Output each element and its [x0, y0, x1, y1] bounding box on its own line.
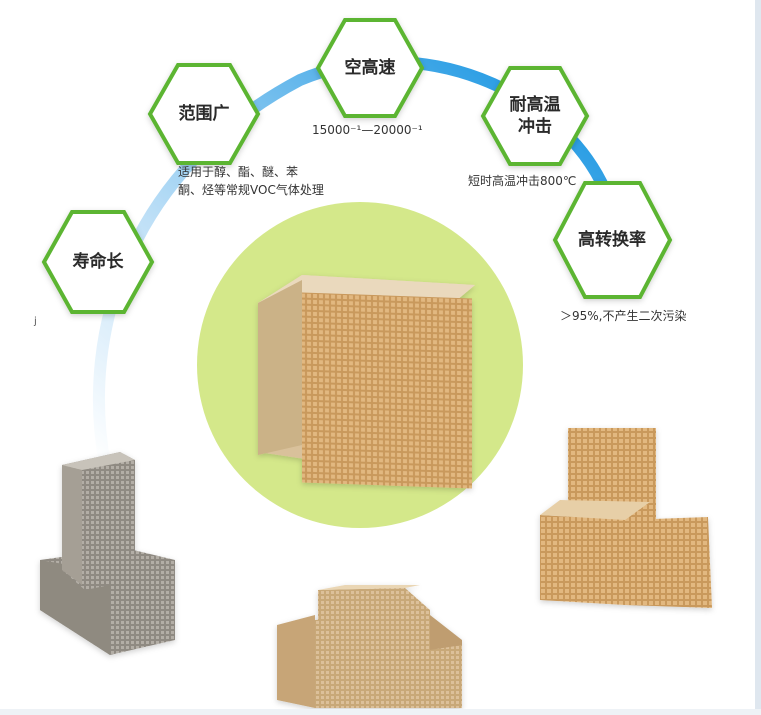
- feature-desc-range-line-2: 酮、烃等常规VOC气体处理: [178, 183, 324, 197]
- feature-desc-range-line-1: 适用于醇、酯、醚、苯: [178, 165, 299, 179]
- feature-title-life: 寿命长: [72, 252, 124, 272]
- feature-desc-conversion: ＞95%,不产生二次污染: [560, 309, 687, 323]
- hexagon-life: [41, 210, 155, 314]
- hexagon-conversion: [552, 181, 673, 299]
- feature-desc-range: 适用于醇、酯、醚、苯 酮、烃等常规VOC气体处理: [178, 163, 324, 199]
- left-grey-blocks: [40, 452, 175, 655]
- feature-title-speed: 空高速: [344, 58, 396, 78]
- feature-title-conversion: 高转换率: [578, 230, 646, 250]
- feature-title-heat-line-1: 耐高温: [509, 95, 561, 115]
- right-edge-strip: [755, 0, 761, 715]
- center-honeycomb-block: [258, 275, 475, 489]
- hexagon-speed: [315, 18, 425, 118]
- hexagon-heat: [480, 66, 590, 166]
- stray-mark: j: [34, 316, 37, 327]
- hexagon-range: [147, 63, 261, 165]
- feature-title-range: 范围广: [178, 104, 230, 124]
- feature-title-heat: 耐高温 冲击: [480, 94, 590, 138]
- feature-desc-speed: 15000⁻¹—20000⁻¹: [312, 123, 423, 137]
- right-orange-blocks: [540, 428, 712, 608]
- feature-title-heat-line-2: 冲击: [518, 117, 552, 137]
- bottom-edge-strip: [0, 709, 761, 715]
- bottom-pyramid-blocks: [277, 585, 462, 708]
- feature-desc-heat: 短时高温冲击800℃: [468, 174, 577, 188]
